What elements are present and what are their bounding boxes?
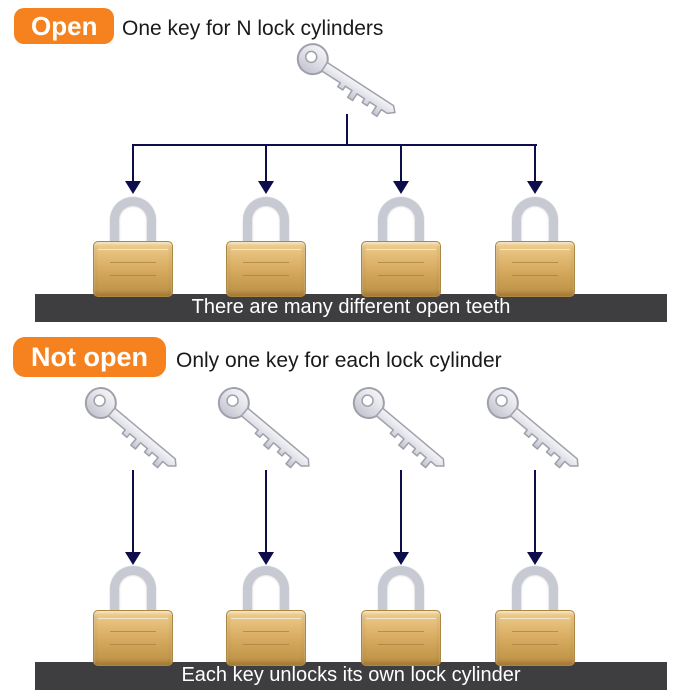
lock-body <box>361 241 441 297</box>
lock-body <box>495 241 575 297</box>
not-open-caption-banner: Each key unlocks its own lock cylinder <box>35 662 667 690</box>
arrow-down-icon <box>527 181 543 194</box>
lock-engraving <box>378 631 424 645</box>
key-icon <box>285 29 412 135</box>
arrow-down-icon <box>258 470 274 565</box>
lock-body <box>93 241 173 297</box>
padlock-icon <box>359 197 443 297</box>
padlock-icon <box>224 197 308 297</box>
lock-shackle <box>378 566 424 618</box>
padlock-icon <box>91 197 175 297</box>
arrow-line <box>400 470 402 552</box>
arrow-down-icon <box>125 181 141 194</box>
lock-shackle <box>378 197 424 249</box>
arrow-head <box>258 552 274 565</box>
connector-horizontal-line <box>132 144 537 146</box>
lock-engraving <box>243 631 289 645</box>
lock-body <box>226 610 306 666</box>
lock-engraving <box>110 262 156 276</box>
lock-shackle <box>512 566 558 618</box>
connector-vertical-line <box>534 146 536 182</box>
lock-body <box>495 610 575 666</box>
padlock-icon <box>493 197 577 297</box>
lock-shackle <box>243 566 289 618</box>
not-open-badge: Not open <box>13 337 166 377</box>
open-caption-banner: There are many different open teeth <box>35 294 667 322</box>
padlock-icon <box>359 566 443 666</box>
lock-engraving <box>110 631 156 645</box>
lock-shackle <box>243 197 289 249</box>
arrow-down-icon <box>527 470 543 565</box>
lock-shackle <box>110 566 156 618</box>
lock-engraving <box>378 262 424 276</box>
arrow-down-icon <box>393 181 409 194</box>
arrow-head <box>527 552 543 565</box>
open-heading: One key for N lock cylinders <box>122 17 384 40</box>
open-badge: Open <box>14 8 115 44</box>
arrow-head <box>125 552 141 565</box>
padlock-icon <box>493 566 577 666</box>
lock-body <box>361 610 441 666</box>
lock-engraving <box>512 631 558 645</box>
lock-engraving <box>243 262 289 276</box>
padlock-icon <box>224 566 308 666</box>
connector-vertical-line <box>265 146 267 182</box>
arrow-line <box>132 470 134 552</box>
padlock-icon <box>91 566 175 666</box>
arrow-down-icon <box>125 470 141 565</box>
connector-vertical-line <box>400 146 402 182</box>
lock-body <box>226 241 306 297</box>
arrow-down-icon <box>393 470 409 565</box>
lock-shackle <box>512 197 558 249</box>
arrow-line <box>534 470 536 552</box>
connector-vertical-line <box>132 146 134 182</box>
lock-body <box>93 610 173 666</box>
lock-shackle <box>110 197 156 249</box>
arrow-head <box>393 552 409 565</box>
arrow-down-icon <box>258 181 274 194</box>
not-open-heading: Only one key for each lock cylinder <box>176 349 502 372</box>
connector-stub-line <box>346 114 348 145</box>
lock-engraving <box>512 262 558 276</box>
arrow-line <box>265 470 267 552</box>
